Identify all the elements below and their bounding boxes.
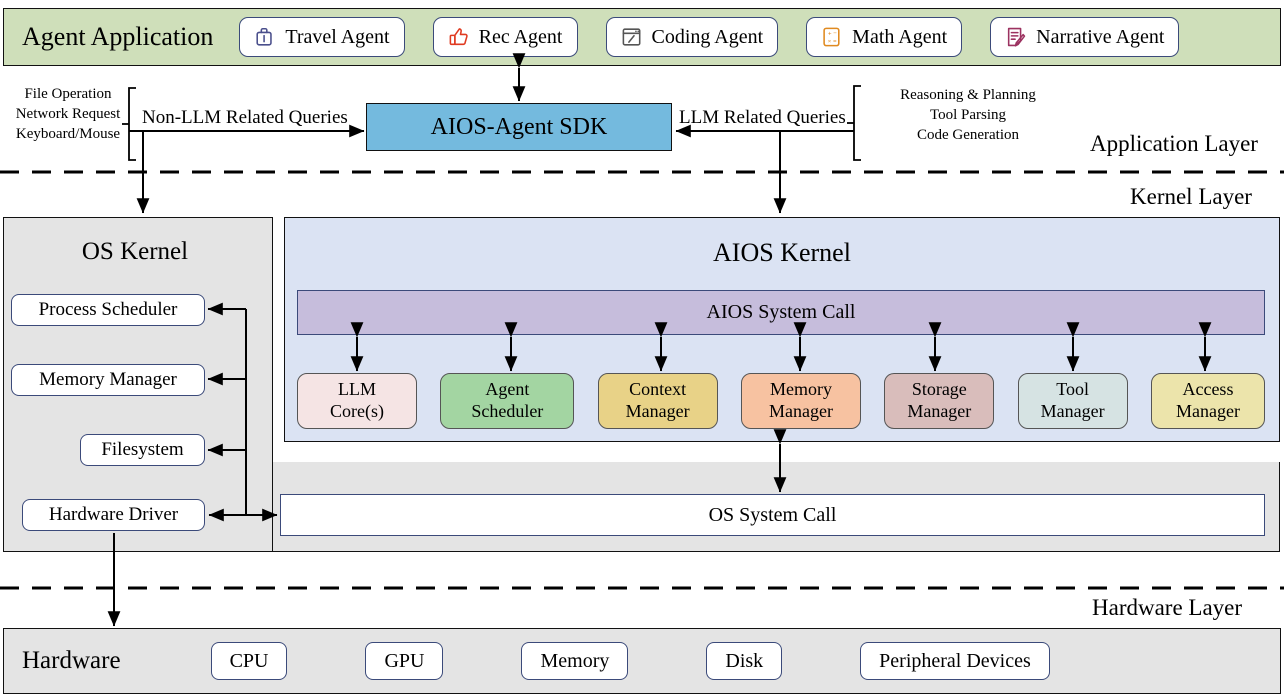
note-pen-icon [1008,27,1026,47]
svg-text:−: − [833,31,837,37]
agent-chip-label: Coding Agent [651,25,764,48]
agent-chip-label: Narrative Agent [1036,25,1165,48]
agent-chip-label: Rec Agent [478,25,563,48]
application-layer-label: Application Layer [1090,131,1258,156]
os-item-memory-manager[interactable]: Memory Manager [11,364,205,396]
non-llm-related-queries-label: Non-LLM Related Queries [142,107,348,128]
agent-chip-label: Math Agent [852,25,948,48]
hardware-chip-list: CPU GPU Memory Disk Peripheral Devices [210,642,1050,680]
hardware-chip-peripheral-devices[interactable]: Peripheral Devices [860,642,1050,680]
module-line-1: Memory [769,379,832,400]
svg-text:×: × [828,39,832,45]
hardware-title: Hardware [22,647,121,674]
non-llm-query-items: File Operation Network Request Keyboard/… [15,86,121,142]
hardware-chip-memory[interactable]: Memory [521,642,629,680]
agent-application-title: Agent Application [22,22,214,51]
os-kernel-title: OS Kernel [81,238,189,265]
module-line-2: Manager [1175,401,1240,421]
agent-chip-rec-agent[interactable]: Rec Agent [432,17,578,57]
module-line-2: Core(s) [330,401,384,421]
agent-chip-math-agent[interactable]: +−×= Math Agent [806,17,963,57]
hardware-chip-disk[interactable]: Disk [706,642,783,680]
thumbs-up-icon [449,28,468,46]
module-line-2: Manager [1040,401,1105,421]
module-line-1: Context [629,379,687,400]
llm-query-items: Reasoning & Planning Tool Parsing Code G… [900,87,1036,143]
module-line-2: Manager [769,401,833,421]
module-line-2: Manager [907,401,972,421]
suitcase-icon [256,27,273,46]
os-system-call-box[interactable]: OS System Call [280,494,1265,536]
os-item-process-scheduler[interactable]: Process Scheduler [11,294,205,326]
agent-application-band: Agent Application Travel Agent Rec Agent C… [3,8,1281,66]
agent-chip-travel-agent[interactable]: Travel Agent [239,17,405,57]
agent-chip-list: Travel Agent Rec Agent Coding Agent +−×= Mat… [239,17,1180,57]
aios-system-call-box[interactable]: AIOS System Call [297,290,1265,335]
hardware-chip-cpu[interactable]: CPU [210,642,288,680]
os-item-hardware-driver[interactable]: Hardware Driver [22,499,205,531]
module-line-1: LLM [338,379,376,400]
os-item-filesystem[interactable]: Filesystem [80,434,205,466]
module-line-1: Storage [911,379,967,400]
module-line-2: Manager [625,401,690,421]
hardware-layer-label: Hardware Layer [1092,595,1243,620]
module-line-1: Agent [485,379,530,400]
code-window-icon [622,28,640,46]
agent-chip-narrative-agent[interactable]: Narrative Agent [990,17,1180,57]
aios-kernel-title: AIOS Kernel [713,238,851,267]
hardware-band: Hardware CPU GPU Memory Disk Peripheral Devi… [3,628,1281,694]
module-line-1: Tool [1056,379,1090,400]
kernel-layer-label: Kernel Layer [1130,184,1252,209]
svg-text:=: = [833,39,837,45]
module-line-1: Access [1182,379,1234,400]
llm-related-queries-label: LLM Related Queries [679,107,846,128]
hardware-chip-gpu[interactable]: GPU [365,642,444,680]
aios-agent-sdk-box[interactable]: AIOS-Agent SDK [366,103,672,151]
svg-text:+: + [828,32,832,38]
module-line-2: Scheduler [471,401,544,421]
agent-chip-coding-agent[interactable]: Coding Agent [605,17,779,57]
agent-chip-label: Travel Agent [285,25,390,48]
calculator-icon: +−×= [823,27,840,47]
